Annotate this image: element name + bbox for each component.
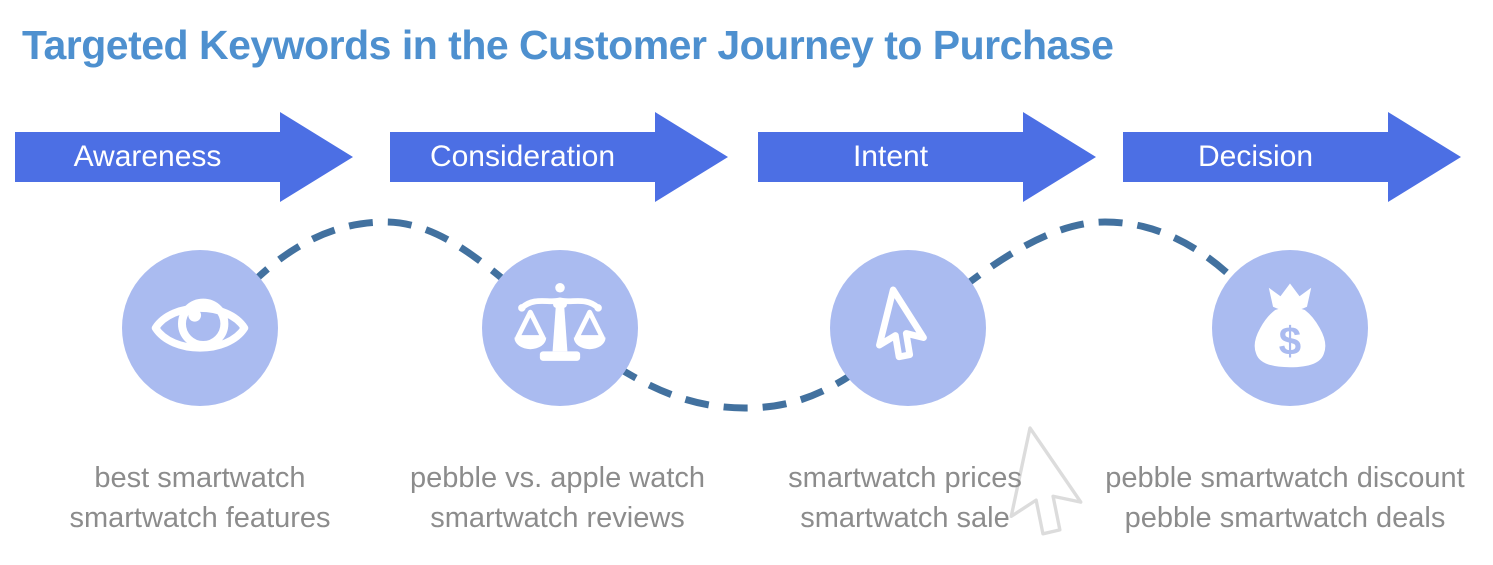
- keyword-group-consideration: pebble vs. apple watch smartwatch review…: [365, 458, 750, 538]
- stage-label-consideration: Consideration: [429, 140, 616, 173]
- keyword: best smartwatch: [94, 462, 306, 494]
- keyword-group-decision: pebble smartwatch discount pebble smartw…: [1080, 458, 1490, 538]
- scales-icon: [514, 282, 606, 361]
- cursor-icon: [876, 286, 927, 361]
- stage-arrow-awareness: Awareness: [15, 112, 353, 202]
- stage-circle-awareness: [122, 250, 278, 406]
- arrow-shape: [758, 112, 1096, 202]
- stage-circle-consideration: [482, 250, 638, 406]
- stage-label-decision: Decision: [1197, 140, 1314, 173]
- stage-label-awareness: Awareness: [73, 140, 222, 173]
- stage-arrow-decision: Decision: [1123, 112, 1461, 202]
- keyword: pebble smartwatch discount: [1105, 462, 1465, 494]
- arrow-shape: [1123, 112, 1461, 202]
- ghost-cursor-icon: [1009, 426, 1083, 536]
- stage-label-intent: Intent: [852, 140, 929, 173]
- keyword: smartwatch reviews: [430, 502, 685, 534]
- keyword-group-awareness: best smartwatch smartwatch features: [10, 458, 390, 538]
- keyword: smartwatch features: [69, 502, 331, 534]
- keyword: smartwatch sale: [800, 502, 1010, 534]
- arrow-shape: [15, 112, 353, 202]
- stage-circle-intent: [830, 250, 986, 406]
- page-title: Targeted Keywords in the Customer Journe…: [22, 22, 1114, 68]
- money-bag-icon: $: [1254, 283, 1326, 368]
- svg-text:$: $: [1279, 319, 1301, 364]
- keyword: pebble vs. apple watch: [409, 462, 706, 494]
- stage-circle-decision: $: [1212, 250, 1368, 406]
- arrow-shape: [390, 112, 728, 202]
- stage-arrow-intent: Intent: [758, 112, 1096, 202]
- stage-arrow-consideration: Consideration: [390, 112, 728, 202]
- keyword-group-intent: smartwatch prices smartwatch sale: [735, 458, 1075, 538]
- keyword: pebble smartwatch deals: [1124, 502, 1446, 534]
- keyword: smartwatch prices: [788, 462, 1022, 494]
- eye-icon: [151, 298, 249, 352]
